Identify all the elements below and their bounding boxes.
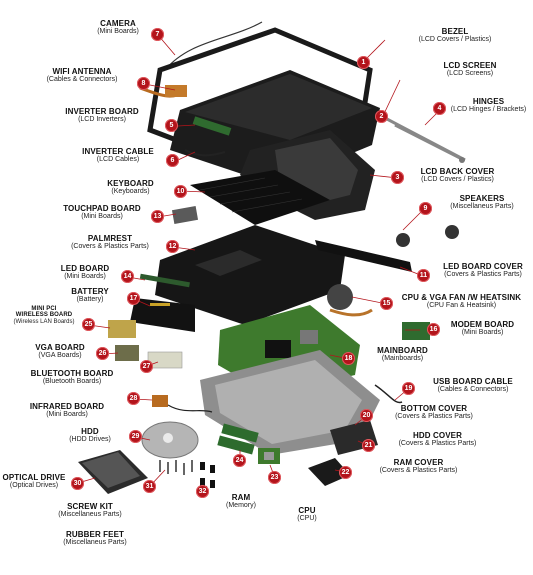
badge-hdd-cover: 21 xyxy=(362,439,375,452)
badge-bottom-cover: 20 xyxy=(360,409,373,422)
badge-cpu: 23 xyxy=(268,471,281,484)
badge-camera: 7 xyxy=(151,28,164,41)
badge-bluetooth-board: 27 xyxy=(140,360,153,373)
badge-speakers: 9 xyxy=(419,202,432,215)
badge-infrared-board: 28 xyxy=(127,392,140,405)
badge-modem-board: 16 xyxy=(427,323,440,336)
badge-led-board: 14 xyxy=(121,270,134,283)
label-screw-kit: SCREW KIT(Miscellaneus Parts) xyxy=(58,502,122,519)
label-hdd: HDD(HDD Drives) xyxy=(69,427,111,444)
badge-palmrest: 12 xyxy=(166,240,179,253)
modem-board-part xyxy=(402,322,430,340)
label-led-board-cover: LED BOARD COVER(Covers & Plastics Parts) xyxy=(443,262,523,279)
badge-usb-board-cable: 19 xyxy=(402,382,415,395)
label-touchpad-board: TOUCHPAD BOARD(Mini Boards) xyxy=(63,204,141,221)
badge-hdd: 29 xyxy=(129,430,142,443)
badge-ram-cover: 22 xyxy=(339,466,352,479)
badge-cpu-vga-fan: 15 xyxy=(380,297,393,310)
label-lcd-screen: LCD SCREEN(LCD Screens) xyxy=(443,61,497,78)
badge-vga-board: 26 xyxy=(96,347,109,360)
label-ram: RAM(Memory) xyxy=(226,493,256,510)
ram-part xyxy=(221,423,259,443)
badge-mainboard: 18 xyxy=(342,352,355,365)
label-optical-drive: OPTICAL DRIVE(Optical Drives) xyxy=(2,473,66,490)
label-wifi-antenna: WIFI ANTENNA(Cables & Connectors) xyxy=(46,67,118,84)
cpu-fan-part xyxy=(327,284,353,310)
label-bottom-cover: BOTTOM COVER(Covers & Plastics Parts) xyxy=(395,404,473,421)
label-palmrest: PALMREST(Covers & Plastics Parts) xyxy=(71,234,149,251)
label-vga-board: VGA BOARD(VGA Boards) xyxy=(35,343,85,360)
badge-ram: 24 xyxy=(233,454,246,467)
label-modem-board: MODEM BOARD(Mini Boards) xyxy=(450,320,515,337)
label-camera: CAMERA(Mini Boards) xyxy=(97,19,139,36)
label-bluetooth-board: BLUETOOTH BOARD(Bluetooth Boards) xyxy=(30,369,114,386)
label-led-board: LED BOARD(Mini Boards) xyxy=(60,264,110,281)
screw-kit-part xyxy=(159,460,193,475)
label-cpu-vga-fan: CPU & VGA FAN /W HEATSINK(CPU Fan & Heat… xyxy=(401,293,522,310)
palmrest-part xyxy=(155,225,345,325)
ram-cover-part xyxy=(308,458,350,486)
label-cpu: CPU(CPU) xyxy=(297,506,317,523)
touchpad-board-part xyxy=(171,206,199,224)
badge-wifi-antenna: 8 xyxy=(137,77,150,90)
label-speakers: SPEAKERS(Miscellaneus Parts) xyxy=(450,194,514,211)
label-usb-board-cable: USB BOARD CABLE(Cables & Connectors) xyxy=(433,377,513,394)
keyboard-part xyxy=(190,170,330,225)
badge-hinges: 4 xyxy=(433,102,446,115)
badge-keyboard: 10 xyxy=(174,185,187,198)
rubber-feet-part xyxy=(200,462,215,488)
hinges-part xyxy=(384,116,466,162)
badge-mini-pci: 25 xyxy=(82,318,95,331)
label-keyboard: KEYBOARD(Keyboards) xyxy=(107,179,154,196)
led-board-part xyxy=(139,273,190,288)
label-hdd-cover: HDD COVER(Covers & Plastics Parts) xyxy=(398,431,477,448)
inverter-board-part xyxy=(192,116,232,136)
badge-inverter-board: 5 xyxy=(165,119,178,132)
label-mini-pci: MINI PCI WIRELESS BOARD(Wireless LAN Boa… xyxy=(13,306,75,325)
badge-touchpad-board: 13 xyxy=(151,210,164,223)
badge-lcd-screen: 2 xyxy=(375,110,388,123)
badge-lcd-back-cover: 3 xyxy=(391,171,404,184)
badge-screw-kit: 31 xyxy=(143,480,156,493)
label-hinges: HINGES(LCD Hinges / Brackets) xyxy=(450,97,527,114)
led-board-cover-part xyxy=(315,240,412,272)
label-infrared-board: INFRARED BOARD(Mini Boards) xyxy=(29,402,105,419)
label-rubber-feet: RUBBER FEET(Miscellaneus Parts) xyxy=(63,530,127,547)
label-ram-cover: RAM COVER(Covers & Plastics Parts) xyxy=(379,458,458,475)
label-battery: BATTERY(Battery) xyxy=(71,287,109,304)
badge-led-board-cover: 11 xyxy=(417,269,430,282)
label-bezel: BEZEL(LCD Covers / Plastics) xyxy=(418,27,492,44)
label-inverter-board: INVERTER BOARD(LCD Inverters) xyxy=(65,107,139,124)
label-inverter-cable: INVERTER CABLE(LCD Cables) xyxy=(82,147,154,164)
badge-optical-drive: 30 xyxy=(71,477,84,490)
label-mainboard: MAINBOARD(Mainboards) xyxy=(377,346,428,363)
battery-part xyxy=(130,298,195,332)
badge-battery: 17 xyxy=(127,292,140,305)
label-lcd-back-cover: LCD BACK COVER(LCD Covers / Plastics) xyxy=(420,167,495,184)
badge-bezel: 1 xyxy=(357,56,370,69)
badge-rubber-feet: 32 xyxy=(196,485,209,498)
badge-inverter-cable: 6 xyxy=(166,154,179,167)
